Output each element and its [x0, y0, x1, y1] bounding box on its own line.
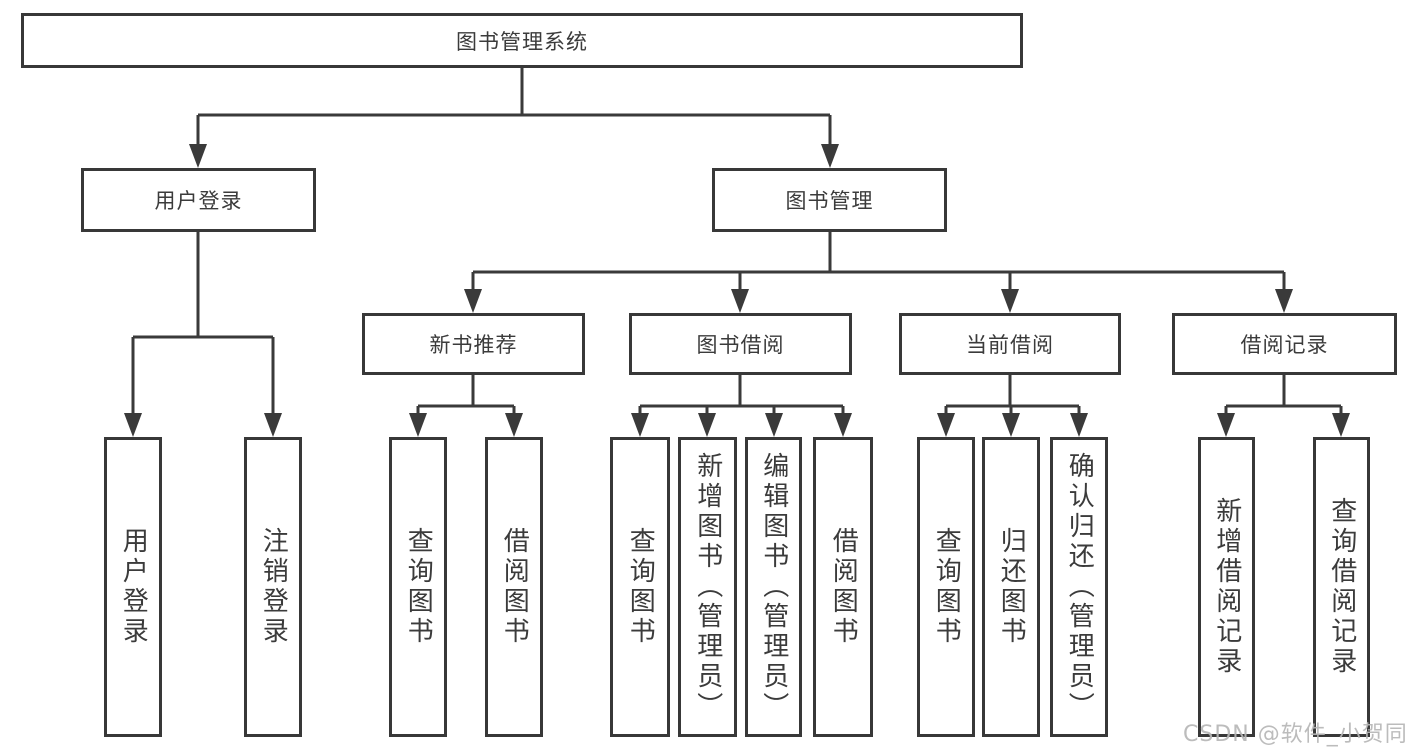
leaf-user-login: 用户登录: [104, 437, 162, 737]
leaf-recommend-borrow-book-label: 借阅图书: [499, 527, 530, 647]
leaf-recommend-borrow-book: 借阅图书: [485, 437, 543, 737]
leaf-add-book-admin: 新增图书（管理员）: [678, 437, 737, 737]
leaf-recommend-query-book-label: 查询图书: [403, 527, 434, 647]
csdn-watermark: CSDN @软件_小贺同学: [1183, 722, 1405, 747]
leaf-recommend-query-book: 查询图书: [389, 437, 447, 737]
leaf-edit-book-admin-label: 编辑图书（管理员）: [758, 452, 789, 722]
node-root-label: 图书管理系统: [456, 29, 588, 54]
leaf-query-borrow-record: 查询借阅记录: [1313, 437, 1370, 737]
leaf-return-book-label: 归还图书: [996, 527, 1027, 647]
leaf-query-borrow-record-label: 查询借阅记录: [1326, 497, 1357, 677]
node-book-borrow: 图书借阅: [629, 313, 852, 375]
node-new-book-recommend: 新书推荐: [362, 313, 585, 375]
node-root: 图书管理系统: [21, 13, 1023, 68]
leaf-logout-label: 注销登录: [258, 527, 289, 647]
node-book-management-branch: 图书管理: [712, 168, 947, 232]
leaf-add-borrow-record-label: 新增借阅记录: [1211, 497, 1242, 677]
leaf-add-borrow-record: 新增借阅记录: [1198, 437, 1255, 737]
node-new-book-recommend-label: 新书推荐: [429, 333, 518, 357]
leaf-current-query-book-label: 查询图书: [931, 527, 962, 647]
leaf-confirm-return-admin: 确认归还（管理员）: [1050, 437, 1108, 737]
node-borrow-records-label: 借阅记录: [1240, 333, 1329, 357]
leaf-return-book: 归还图书: [982, 437, 1040, 737]
leaf-borrow-book: 借阅图书: [813, 437, 873, 737]
leaf-logout: 注销登录: [244, 437, 302, 737]
leaf-add-book-admin-label: 新增图书（管理员）: [692, 452, 723, 722]
node-book-management-branch-label: 图书管理: [785, 189, 874, 213]
leaf-confirm-return-admin-label: 确认归还（管理员）: [1064, 452, 1095, 722]
leaf-edit-book-admin: 编辑图书（管理员）: [745, 437, 802, 737]
leaf-borrow-book-label: 借阅图书: [828, 527, 859, 647]
node-current-borrow: 当前借阅: [899, 313, 1121, 375]
leaf-borrow-query-book-label: 查询图书: [625, 527, 656, 647]
node-borrow-records: 借阅记录: [1172, 313, 1397, 375]
leaf-borrow-query-book: 查询图书: [610, 437, 670, 737]
node-book-borrow-label: 图书借阅: [696, 333, 785, 357]
node-user-login-branch: 用户登录: [81, 168, 316, 232]
leaf-current-query-book: 查询图书: [917, 437, 975, 737]
leaf-user-login-label: 用户登录: [118, 527, 149, 647]
node-current-borrow-label: 当前借阅: [966, 333, 1054, 357]
node-user-login-branch-label: 用户登录: [154, 189, 243, 213]
